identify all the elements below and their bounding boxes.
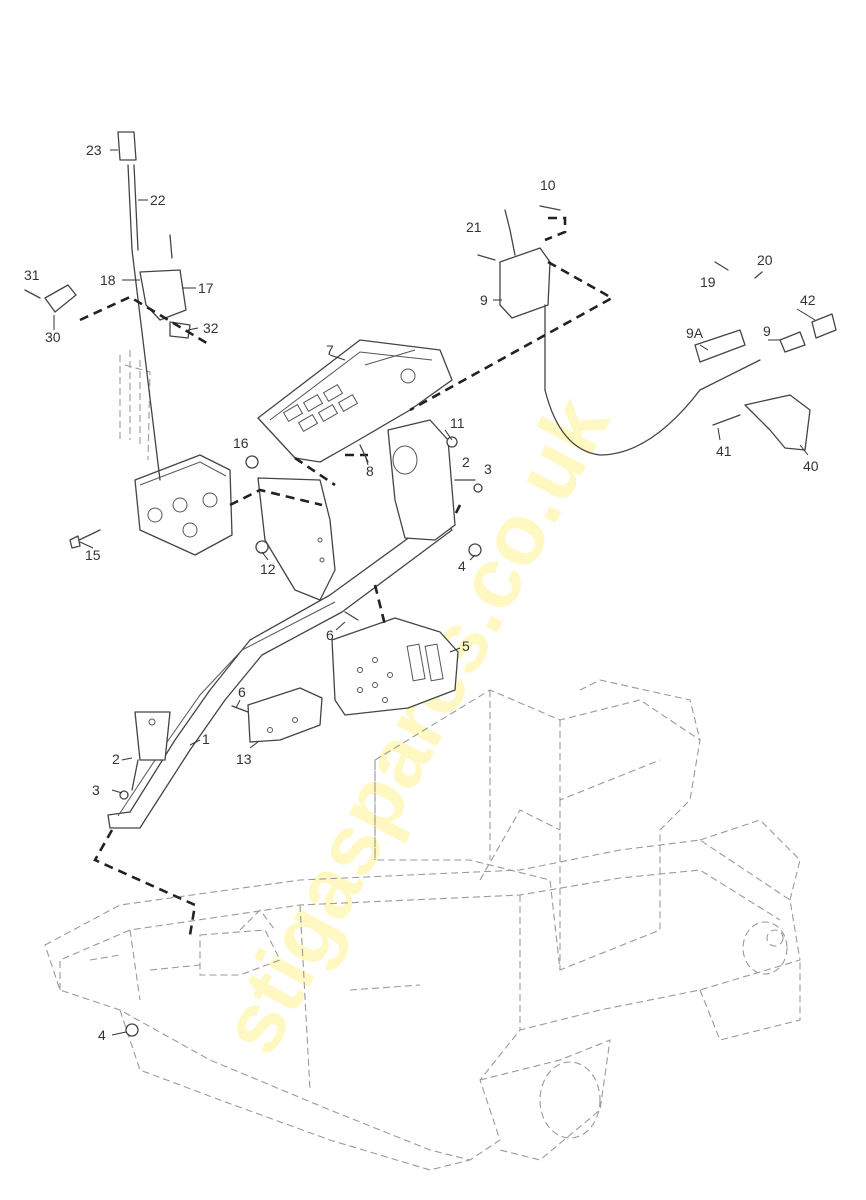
callout-15: 15 [85,547,101,563]
callout-6-lower: 6 [238,684,246,700]
callout-23: 23 [86,142,102,158]
callout-2-lower: 2 [112,751,120,767]
leader-lines [53,149,816,1036]
callout-40: 40 [803,458,819,474]
callout-42: 42 [800,292,816,308]
callout-3-lower: 3 [92,782,100,798]
callout-4-upper: 4 [458,558,466,574]
callout-18: 18 [100,272,116,288]
callout-3-upper: 3 [484,461,492,477]
callout-9-control: 9 [480,292,488,308]
main-bar-assembly [107,419,456,829]
callout-19: 19 [700,274,716,290]
hydraulic-valve-block [119,350,233,556]
fasteners [24,205,763,1037]
callout-16: 16 [233,435,249,451]
callout-11: 11 [450,415,465,431]
bracket-plate-5 [331,617,459,716]
callout-41: 41 [716,443,732,459]
callout-32: 32 [203,320,219,336]
callout-17: 17 [198,280,214,296]
callout-8: 8 [366,463,374,479]
callout-22: 22 [150,192,166,208]
callout-12: 12 [260,561,276,577]
callout-1: 1 [202,731,210,747]
callout-2-upper: 2 [462,454,470,470]
callout-10: 10 [540,177,556,193]
callout-20: 20 [757,252,773,268]
throttle-cable [499,209,837,456]
callout-4-lower: 4 [98,1027,106,1043]
callout-5: 5 [462,638,470,654]
callout-6-upper: 6 [326,627,334,643]
callout-30: 30 [45,329,61,345]
callout-9a: 9A [686,325,704,341]
callout-13: 13 [236,751,252,767]
bracket-13 [247,687,323,743]
callout-labels: 23 22 10 21 20 19 31 18 17 30 32 9 42 9A… [24,142,819,1043]
chassis-phantom [44,679,801,1171]
callout-31: 31 [24,267,40,283]
lever-rod [44,131,191,481]
callout-7: 7 [326,342,334,358]
callout-21: 21 [466,219,482,235]
callout-9-cable: 9 [763,323,771,339]
